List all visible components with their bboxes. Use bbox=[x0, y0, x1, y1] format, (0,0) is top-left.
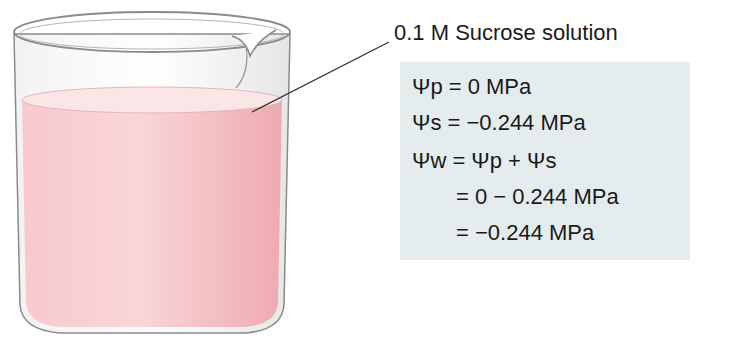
callout-label: 0.1 M Sucrose solution bbox=[394, 20, 618, 46]
equation-box: Ψp = 0 MPa Ψs = −0.244 MPa Ψw = Ψp + Ψs = 0… bbox=[400, 62, 690, 260]
spout-crease bbox=[236, 46, 247, 88]
leader-line bbox=[252, 42, 389, 112]
equation-line: Ψs = −0.244 MPa bbox=[412, 110, 674, 136]
equation-line: = −0.244 MPa bbox=[456, 220, 674, 246]
beaker-spout bbox=[232, 30, 276, 56]
equation-line: Ψw = Ψp + Ψs bbox=[412, 148, 674, 174]
equation-line: Ψp = 0 MPa bbox=[412, 74, 674, 100]
beaker-body bbox=[14, 34, 290, 333]
equation-line: = 0 − 0.244 MPa bbox=[456, 184, 674, 210]
solution bbox=[22, 100, 282, 327]
solution-surface bbox=[22, 87, 282, 113]
